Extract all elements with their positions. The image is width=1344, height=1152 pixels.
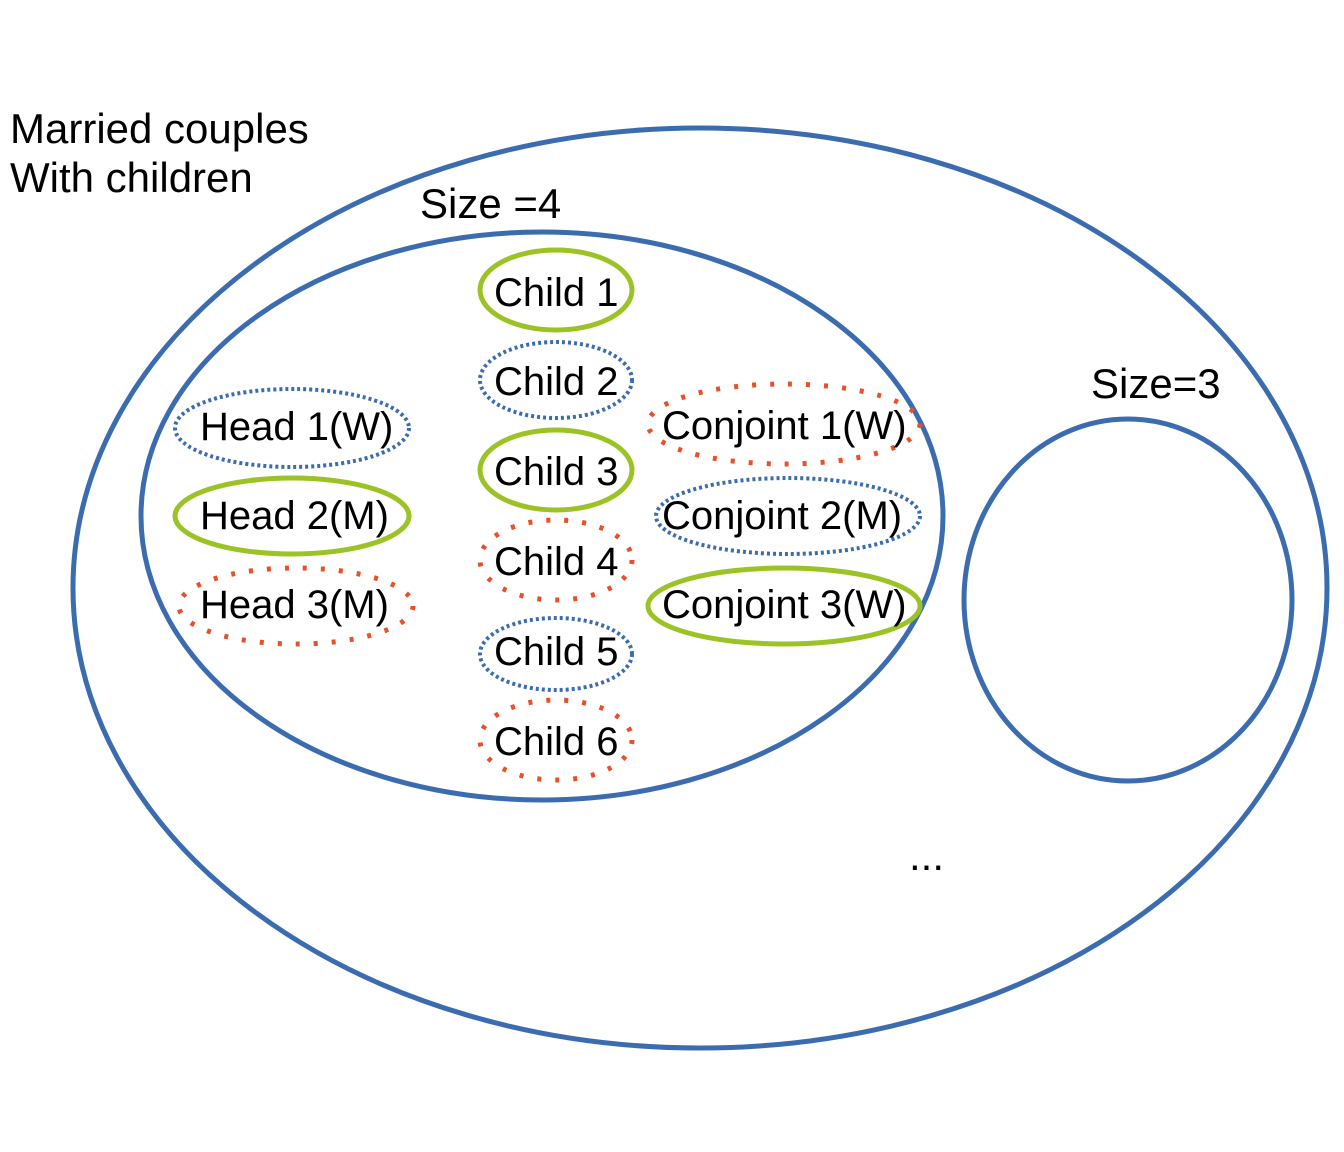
conjoint-2-outline	[654, 476, 922, 556]
child-label: Child 4	[494, 540, 619, 584]
conjoint-label: Conjoint 3(W)	[662, 583, 907, 627]
size-3-label: Size=3	[1091, 360, 1221, 407]
head-2-outline	[172, 475, 412, 557]
child-label: Child 3	[494, 450, 619, 494]
child-2-outline	[478, 340, 634, 420]
head-label: Head 3(M)	[200, 583, 389, 627]
child-6-outline	[477, 697, 635, 783]
child-label: Child 2	[494, 360, 619, 404]
title-line-1: Married couples	[10, 105, 309, 152]
child-label: Child 5	[494, 630, 619, 674]
child-label: Child 1	[494, 271, 619, 315]
conjoint-1-outline	[645, 381, 923, 467]
size-4-set	[138, 229, 946, 803]
head-label: Head 1(W)	[200, 405, 393, 449]
married-couples-set	[70, 125, 1330, 1051]
head-1-outline	[173, 387, 411, 469]
head-label: Head 2(M)	[200, 494, 389, 538]
child-label: Child 6	[494, 720, 619, 764]
child-1-outline	[477, 247, 635, 333]
child-4-outline	[477, 517, 635, 603]
size-3-set	[961, 416, 1295, 784]
child-5-outline	[478, 616, 634, 692]
more-ellipsis: ...	[909, 832, 944, 879]
size-4-label: Size =4	[420, 180, 561, 227]
conjoint-3-outline	[645, 565, 923, 647]
child-3-outline	[477, 427, 635, 513]
conjoint-label: Conjoint 1(W)	[662, 404, 907, 448]
head-3-outline	[176, 565, 416, 647]
title-line-2: With children	[10, 154, 253, 201]
conjoint-label: Conjoint 2(M)	[662, 494, 902, 538]
